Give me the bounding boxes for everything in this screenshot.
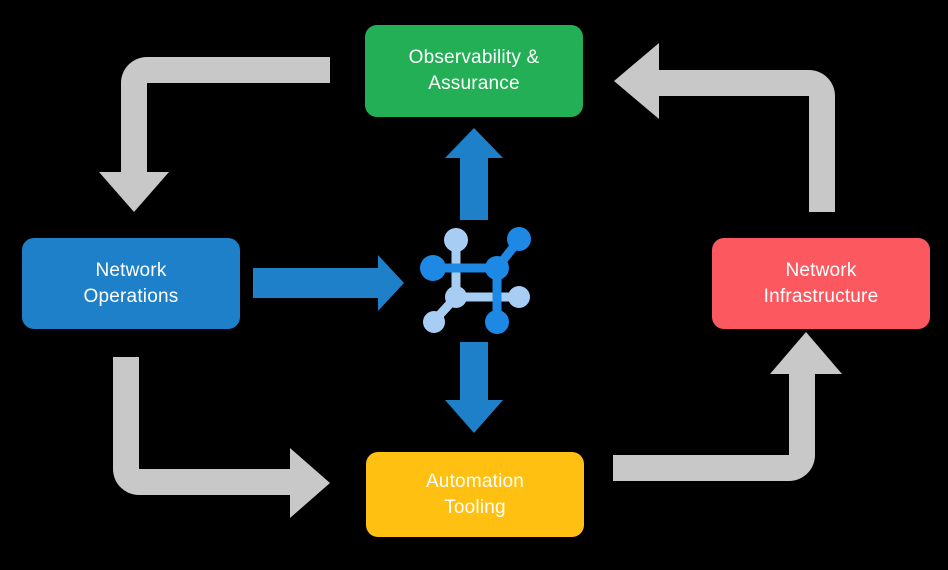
node-netops-label-line1: Network [95, 259, 167, 281]
node-observability-assurance[interactable]: Observability & Assurance [365, 25, 583, 117]
node-automation-label-line1: Automation [425, 470, 525, 492]
node-netops-label-line2: Operations [83, 285, 179, 307]
node-automation-label-line2: Tooling [444, 496, 506, 518]
gray-arrow-netinfra-to-observability [614, 43, 835, 212]
network-topology-icon [420, 227, 531, 334]
node-observability-label: Observability & Assurance [389, 45, 560, 96]
gray-arrow-netops-to-automation [113, 357, 330, 518]
gray-arrow-observability-to-netops [99, 57, 330, 212]
blue-arrow-center-to-automation [445, 342, 503, 433]
blue-arrow-netops-to-center [253, 255, 404, 311]
node-netinfra-label-line1: Network [785, 259, 857, 281]
gray-arrow-automation-to-netinfra [613, 332, 842, 481]
blue-arrow-center-to-observability [445, 128, 503, 220]
node-netinfra-label-line2: Infrastructure [763, 285, 879, 307]
node-observability-label-line2: Assurance [428, 73, 520, 94]
node-observability-label-line1: Observability & [408, 47, 540, 69]
